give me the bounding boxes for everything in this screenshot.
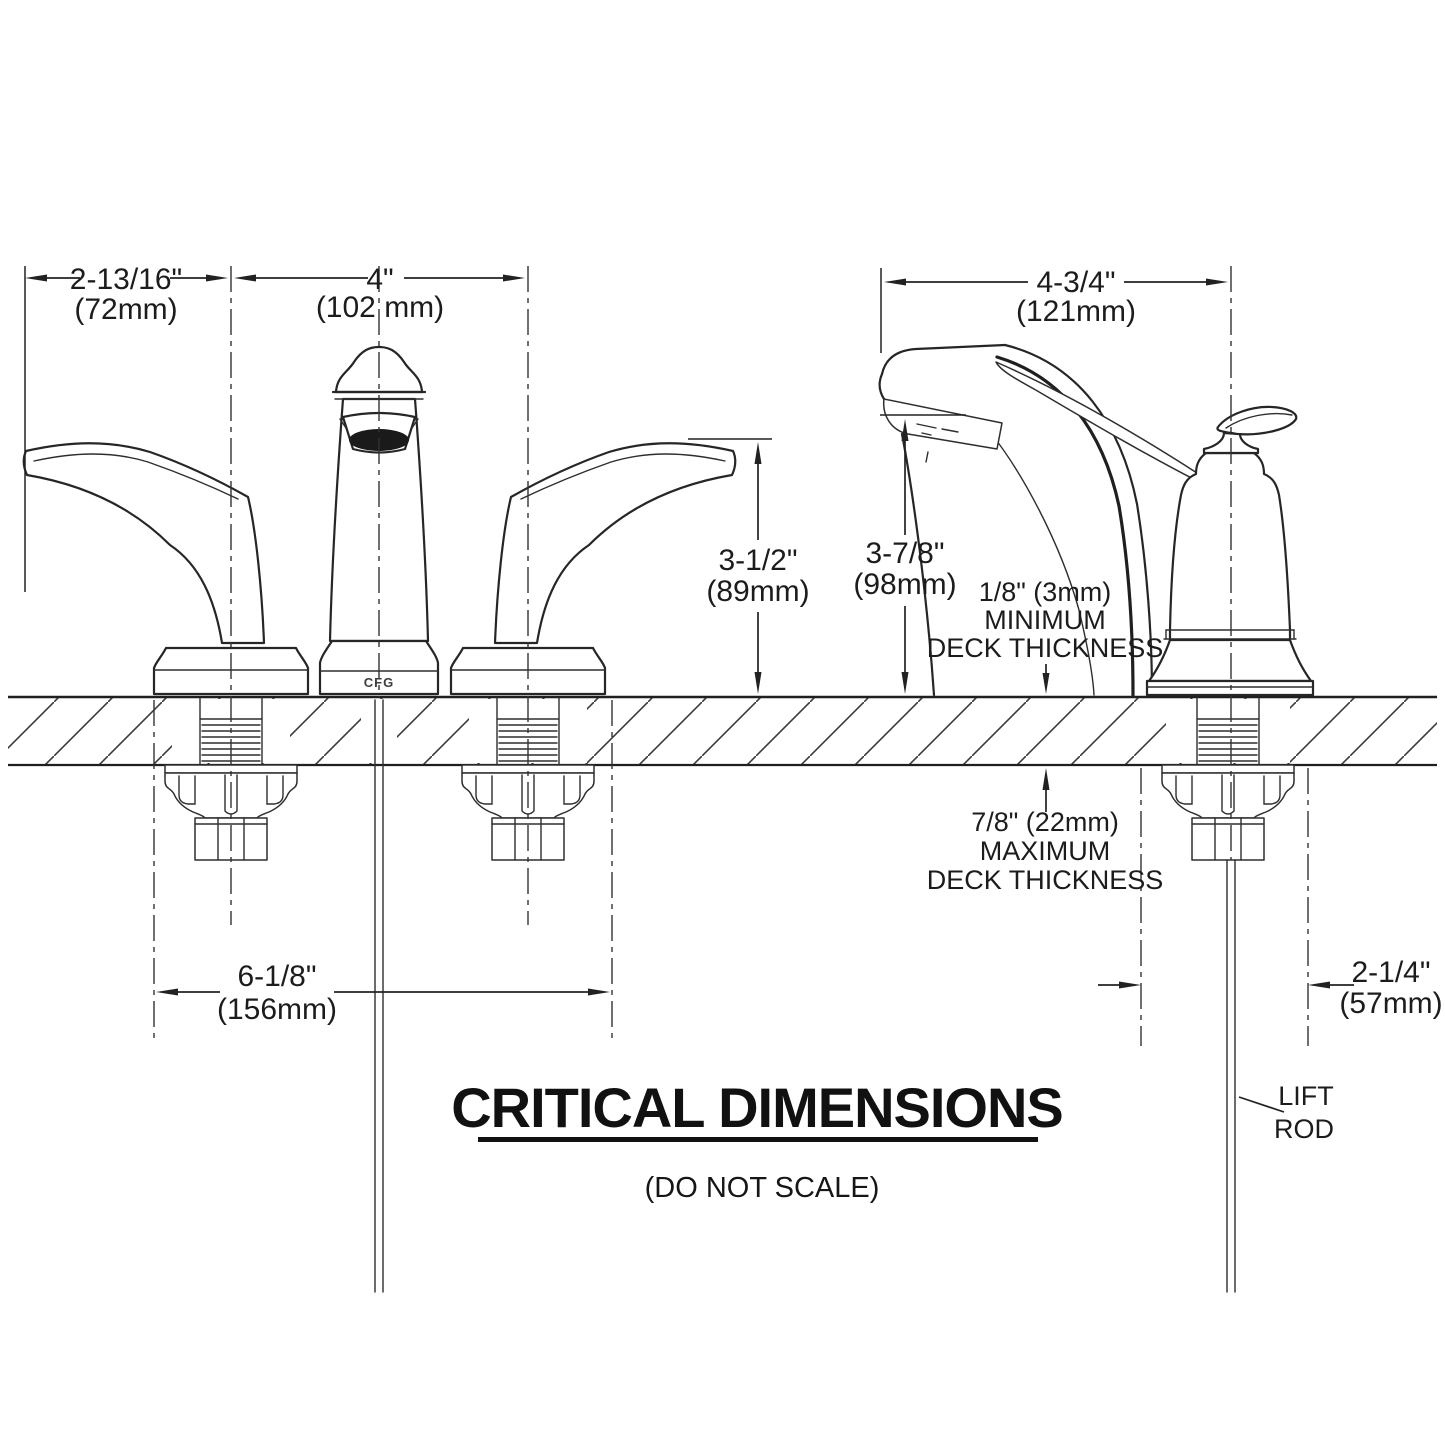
aerator-marking — [916, 423, 959, 436]
spout-reach-mm: (121mm) — [1016, 295, 1136, 328]
title-underline — [478, 1137, 1038, 1142]
spout-height-inches: 3-7/8" — [865, 537, 944, 570]
min-deck-value: 1/8" (3mm) — [979, 577, 1112, 607]
max-deck-value: 7/8" (22mm) — [971, 807, 1119, 837]
handle-offset-inches: 2-13/16" — [70, 263, 182, 296]
handle-skirt — [1147, 638, 1313, 683]
label-lift-rod: LIFT ROD — [1238, 1081, 1334, 1144]
aerator-side — [882, 398, 1003, 450]
title-block: CRITICAL DIMENSIONS (DO NOT SCALE) — [451, 1076, 1064, 1204]
front-under-deck — [164, 697, 595, 1293]
page-subtitle: (DO NOT SCALE) — [645, 1172, 880, 1204]
spout-outer-arch — [1003, 343, 1154, 697]
dimension-lift-rod-offset: 2-1/4" (57mm) — [1098, 956, 1443, 1020]
lift-rod-front — [374, 699, 384, 1293]
dimension-spout-reach: 4-3/4" (121mm) — [880, 266, 1228, 353]
handle-right — [449, 442, 737, 696]
lift-rod-side — [1226, 859, 1236, 1293]
handle-lever — [995, 361, 1206, 486]
handle-height-mm: (89mm) — [706, 575, 809, 608]
side-view — [878, 343, 1315, 1293]
spout-reach-inches: 4-3/4" — [1036, 266, 1115, 299]
page-title: CRITICAL DIMENSIONS — [451, 1076, 1063, 1139]
spout-front-edge — [900, 432, 936, 697]
min-deck-word1: MINIMUM — [984, 605, 1105, 635]
dimension-hole-spread: 6-1/8" (156mm) — [156, 960, 610, 1026]
spout-inner-line — [989, 431, 1095, 696]
deck-hole-center — [361, 699, 397, 763]
dimension-handle-height: 3-1/2" (89mm) — [688, 438, 810, 694]
spout-height-mm: (98mm) — [853, 568, 956, 601]
faucet-centers-mm: (102 mm) — [316, 291, 444, 324]
handle-left — [22, 442, 310, 696]
handle-offset-mm: (72mm) — [74, 293, 177, 326]
lift-rod-offset-mm: (57mm) — [1339, 987, 1442, 1020]
handle-height-inches: 3-1/2" — [718, 544, 797, 577]
hole-spread-inches: 6-1/8" — [237, 960, 316, 993]
max-deck-word2: DECK THICKNESS — [927, 865, 1164, 895]
handle-side — [995, 361, 1315, 697]
lift-rod-knob — [1216, 405, 1298, 436]
dimension-spout-height: 3-7/8" (98mm) — [853, 414, 966, 694]
handle-base-plate — [1145, 679, 1315, 697]
brand-mark: CFG — [364, 675, 394, 690]
lift-rod-word2: ROD — [1274, 1114, 1334, 1144]
spout-accent-line — [995, 355, 1135, 697]
note-max-deck-thickness: 7/8" (22mm) MAXIMUM DECK THICKNESS — [927, 768, 1164, 895]
lift-rod-offset-inches: 2-1/4" — [1351, 956, 1430, 989]
hole-spread-mm: (156mm) — [217, 993, 337, 1026]
handle-body — [1168, 451, 1292, 642]
centerlines — [153, 266, 1309, 1046]
lift-rod-word1: LIFT — [1278, 1081, 1334, 1111]
min-deck-word2: DECK THICKNESS — [927, 633, 1164, 663]
spout-head-top — [880, 343, 1007, 376]
spout-body — [328, 397, 430, 643]
dimension-handle-offset: 2-13/16" (72mm) — [24, 263, 228, 592]
faucet-centers-inches: 4" — [366, 263, 393, 296]
dimension-faucet-centers: 4" (102 mm) — [234, 263, 525, 324]
spout-side — [878, 343, 1154, 697]
spout-nose — [878, 372, 886, 401]
max-deck-word1: MAXIMUM — [980, 836, 1111, 866]
note-min-deck-thickness: 1/8" (3mm) MINIMUM DECK THICKNESS — [927, 577, 1164, 694]
